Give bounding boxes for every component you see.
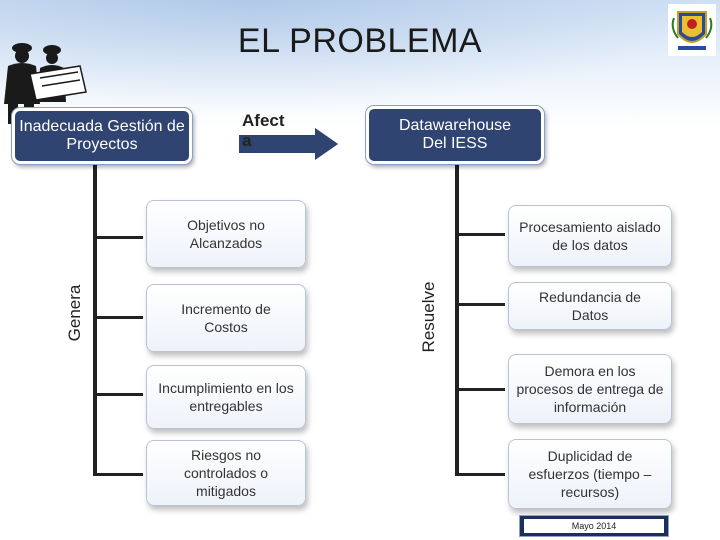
left-branch-1	[93, 236, 143, 239]
affects-arrow	[237, 124, 342, 164]
right-item-4-text: Duplicidad de esfuerzos (tiempo – recurs…	[528, 448, 652, 500]
source-problem-text: Inadecuada Gestión de Proyectos	[19, 118, 185, 153]
header-glow	[0, 0, 720, 110]
left-item-1: Objetivos no Alcanzados	[146, 200, 306, 268]
right-branch-3	[455, 388, 505, 391]
solves-label: Resuelve	[419, 281, 438, 353]
right-branch-1	[455, 233, 505, 236]
right-branch-2	[455, 303, 505, 306]
left-item-2: Incremento de Costos	[146, 284, 306, 352]
right-item-2: Redundancia de Datos	[508, 282, 672, 330]
left-item-4: Riesgos no controlados o mitigados	[146, 440, 306, 506]
footer-band: Mayo 2014	[519, 515, 669, 537]
left-item-1-text: Objetivos no Alcanzados	[187, 217, 265, 251]
right-item-1: Procesamiento aislado de los datos	[508, 205, 672, 267]
solution-box: Datawarehouse Del IESS	[366, 106, 544, 164]
solution-text: Datawarehouse Del IESS	[398, 117, 512, 152]
left-item-2-text: Incremento de Costos	[181, 301, 271, 335]
left-branch-3	[93, 393, 143, 396]
footer-date: Mayo 2014	[524, 519, 664, 533]
left-branch-4	[93, 473, 143, 476]
right-item-2-text: Redundancia de Datos	[539, 289, 641, 323]
left-trunk-line	[93, 163, 97, 476]
generates-label: Genera	[65, 284, 84, 342]
left-branch-2	[93, 316, 143, 319]
left-item-4-text: Riesgos no controlados o mitigados	[183, 447, 269, 499]
right-branch-4	[455, 473, 505, 476]
right-item-4: Duplicidad de esfuerzos (tiempo – recurs…	[508, 439, 672, 509]
source-problem-box: Inadecuada Gestión de Proyectos	[12, 108, 192, 164]
slide-title: EL PROBLEMA	[237, 22, 483, 60]
affects-label: Afect a	[242, 111, 285, 150]
right-trunk-line	[455, 163, 459, 476]
right-item-3: Demora en los procesos de entrega de inf…	[508, 354, 672, 424]
right-item-1-text: Procesamiento aislado de los datos	[519, 219, 661, 253]
right-item-3-text: Demora en los procesos de entrega de inf…	[516, 363, 664, 415]
university-logo	[668, 4, 716, 56]
left-item-3: Incumplimiento en los entregables	[146, 365, 306, 429]
left-item-3-text: Incumplimiento en los entregables	[158, 380, 294, 414]
